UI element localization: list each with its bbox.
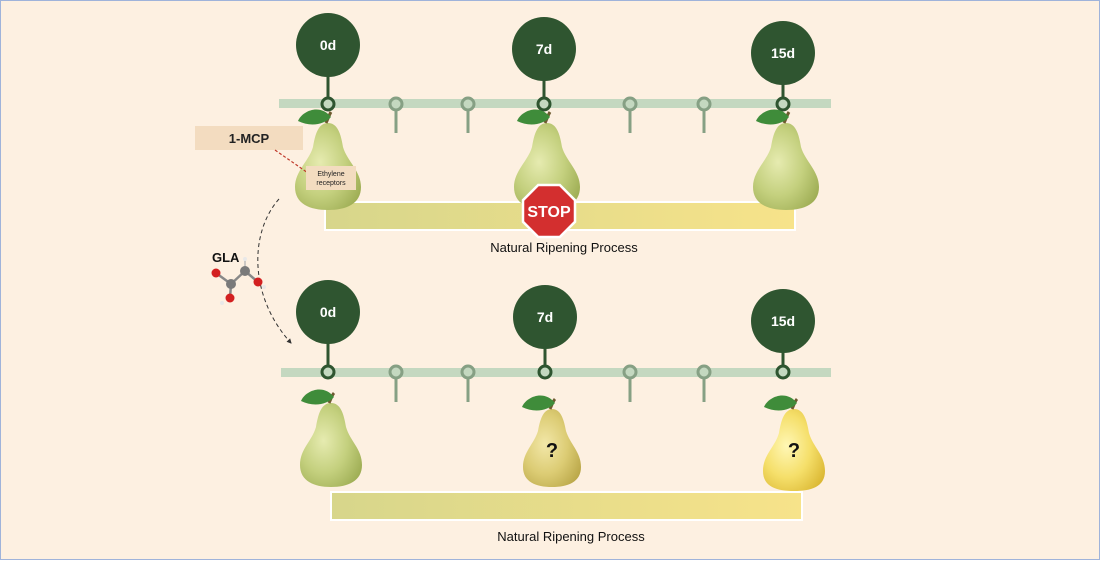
mcp-callout [195,126,303,150]
minor-pin [388,96,404,133]
day-badge: 15d [751,289,815,380]
day-badge: 0d [296,13,360,112]
stop-sign-icon: STOP [521,183,577,239]
minor-pin [622,96,638,133]
minor-pin [460,364,476,402]
day-label: 0d [320,37,336,53]
ripening-bar [330,491,803,521]
day-badge: 7d [512,17,576,112]
day-label: 15d [771,45,795,61]
pear-icon [753,109,819,210]
day-badge: 0d [296,280,360,380]
day-label: 15d [771,313,795,329]
minor-pin [388,364,404,402]
minor-pin [696,364,712,402]
bottom-timeline: 0d 7d 15d [281,280,831,402]
day-badge: 7d [513,285,577,380]
day-label: 0d [320,304,336,320]
pear-icon: ? [763,395,825,491]
mcp-label: 1-MCP [229,131,270,146]
stop-label: STOP [527,204,571,221]
treatment-arrow [257,198,292,344]
ripening-bar-label: Natural Ripening Process [490,240,638,255]
ripening-bar-label: Natural Ripening Process [497,529,645,544]
gla-label: GLA [212,250,240,265]
day-label: 7d [537,309,553,325]
mcp-pointer [274,149,309,174]
unknown-mark: ? [546,440,558,462]
glycolic-acid-molecule-icon [211,257,266,305]
receptor-label: receptors [316,180,346,187]
pear-icon: ? [522,395,581,487]
timeline-track [279,99,831,108]
top-timeline: 0d 7d 15d [279,13,831,133]
minor-pin [460,96,476,133]
pear-icon [295,109,361,210]
pear-icon [300,389,362,487]
day-label: 7d [536,41,552,57]
timeline-track [281,368,831,377]
day-badge: 15d [751,21,815,112]
unknown-mark: ? [788,440,800,462]
receptor-label: Ethylene [317,171,344,178]
receptor-callout [306,166,356,190]
minor-pin [622,364,638,402]
minor-pin [696,96,712,133]
